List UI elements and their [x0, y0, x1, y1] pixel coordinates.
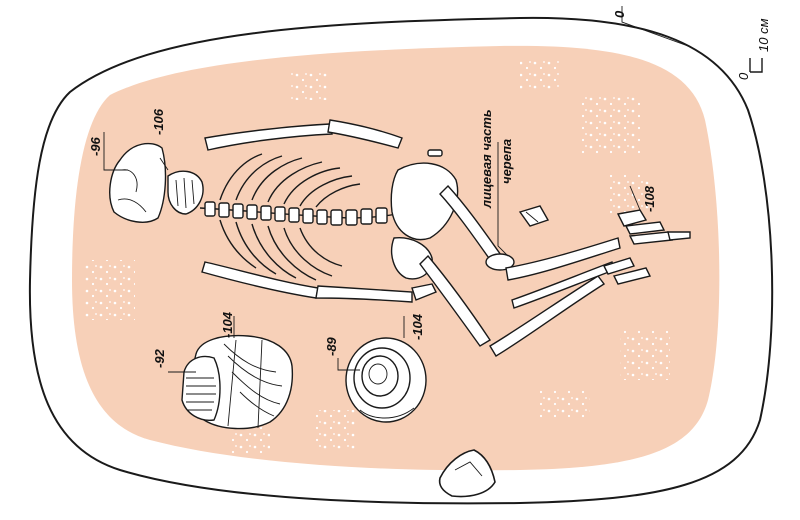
skull-second-depth-label: -106: [151, 108, 166, 135]
stone-icon: [438, 449, 496, 498]
skull-icon: [109, 142, 204, 223]
skull-depth-label: -96: [88, 136, 103, 156]
scale-zero-top-label: 0: [612, 10, 627, 18]
soil-speckles: [85, 60, 670, 455]
bowl-icon: [345, 337, 427, 423]
scale-zero-label: 0: [736, 72, 751, 80]
pot-left-depth-label: -92: [152, 348, 167, 368]
pot-left-second-depth-label: -104: [220, 311, 235, 338]
feet-depth-label: -108: [642, 185, 657, 212]
face-label-line2: черепа: [499, 139, 514, 184]
pot-right-depth-label: -89: [324, 336, 339, 356]
skeleton-icon: [199, 119, 691, 357]
scale-bar: [749, 58, 763, 73]
scale-text-label: 10 см: [756, 18, 771, 52]
face-label-line1: лицевая часть: [479, 109, 494, 209]
leader-lines: [103, 6, 689, 373]
vessel-icon: [181, 334, 294, 430]
pot-right-second-depth-label: -104: [410, 313, 425, 340]
